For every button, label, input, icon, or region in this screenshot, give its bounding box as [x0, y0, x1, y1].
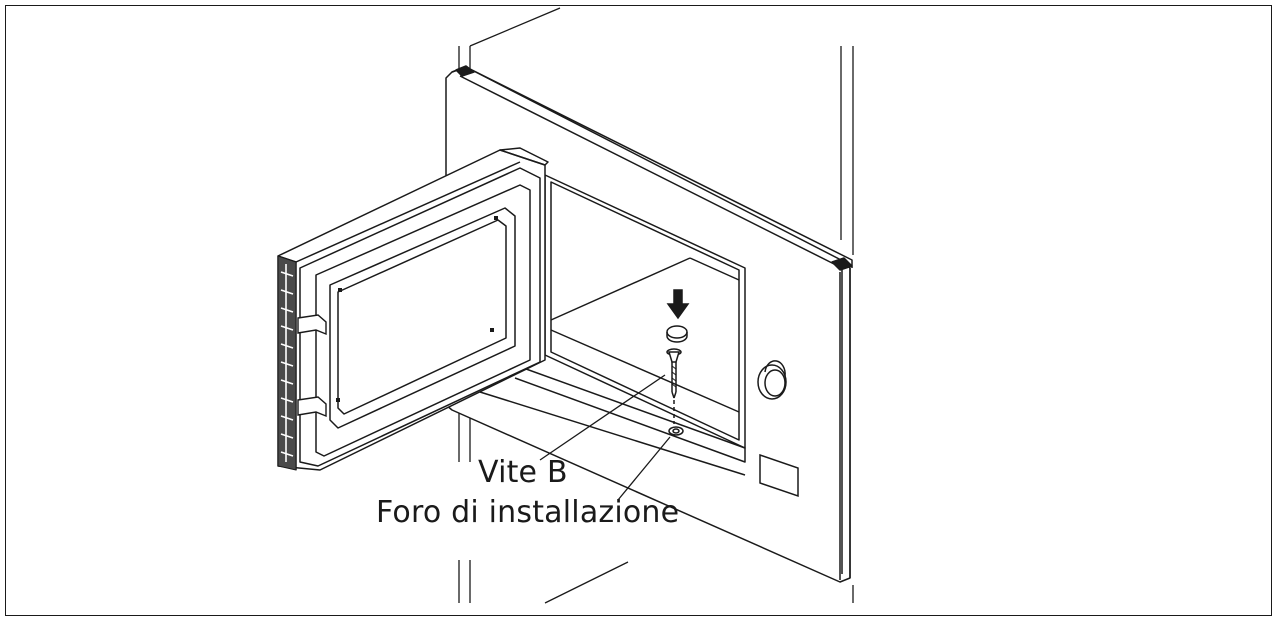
door-edge: [277, 255, 297, 471]
open-door: [277, 147, 549, 471]
leader-lines: [539, 374, 671, 501]
control-panel: [757, 360, 799, 498]
door-hooks: [297, 314, 327, 418]
mounting-hole: [668, 426, 684, 436]
screw-b: [666, 348, 682, 399]
window-clips: [336, 216, 498, 402]
screw-leader: [539, 374, 666, 461]
hole-leader: [617, 436, 671, 501]
mounting-hole-label: Foro di installazione: [376, 495, 680, 530]
screw-label: Vite B: [478, 455, 568, 490]
down-arrow-icon: [666, 289, 690, 320]
screw-assembly: [666, 289, 690, 436]
screw-cap: [666, 325, 688, 343]
